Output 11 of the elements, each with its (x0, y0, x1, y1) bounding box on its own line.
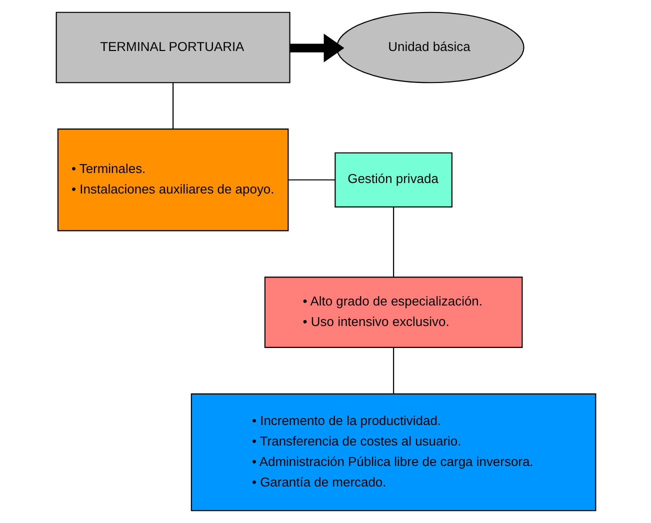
node-box: • Alto grado de especialización. • Uso intensivo exclusivo. (264, 276, 522, 348)
node-box: TERMINAL PORTUARIA (55, 12, 290, 84)
arrow (290, 34, 344, 62)
connector (172, 82, 174, 129)
connector (392, 207, 394, 278)
node-box: Gestión privada (334, 152, 452, 208)
node-box: • Incremento de la productividad. • Transferencia de costes al usuario. • Administración Pública libre de carga inversora. • Garantía de mercado. (190, 393, 596, 512)
node-ellipse: Unidad básica (336, 12, 524, 84)
connector (392, 348, 394, 394)
node-box: • Terminales. • Instalaciones auxiliares de apoyo. (56, 128, 288, 232)
connector (288, 179, 335, 180)
